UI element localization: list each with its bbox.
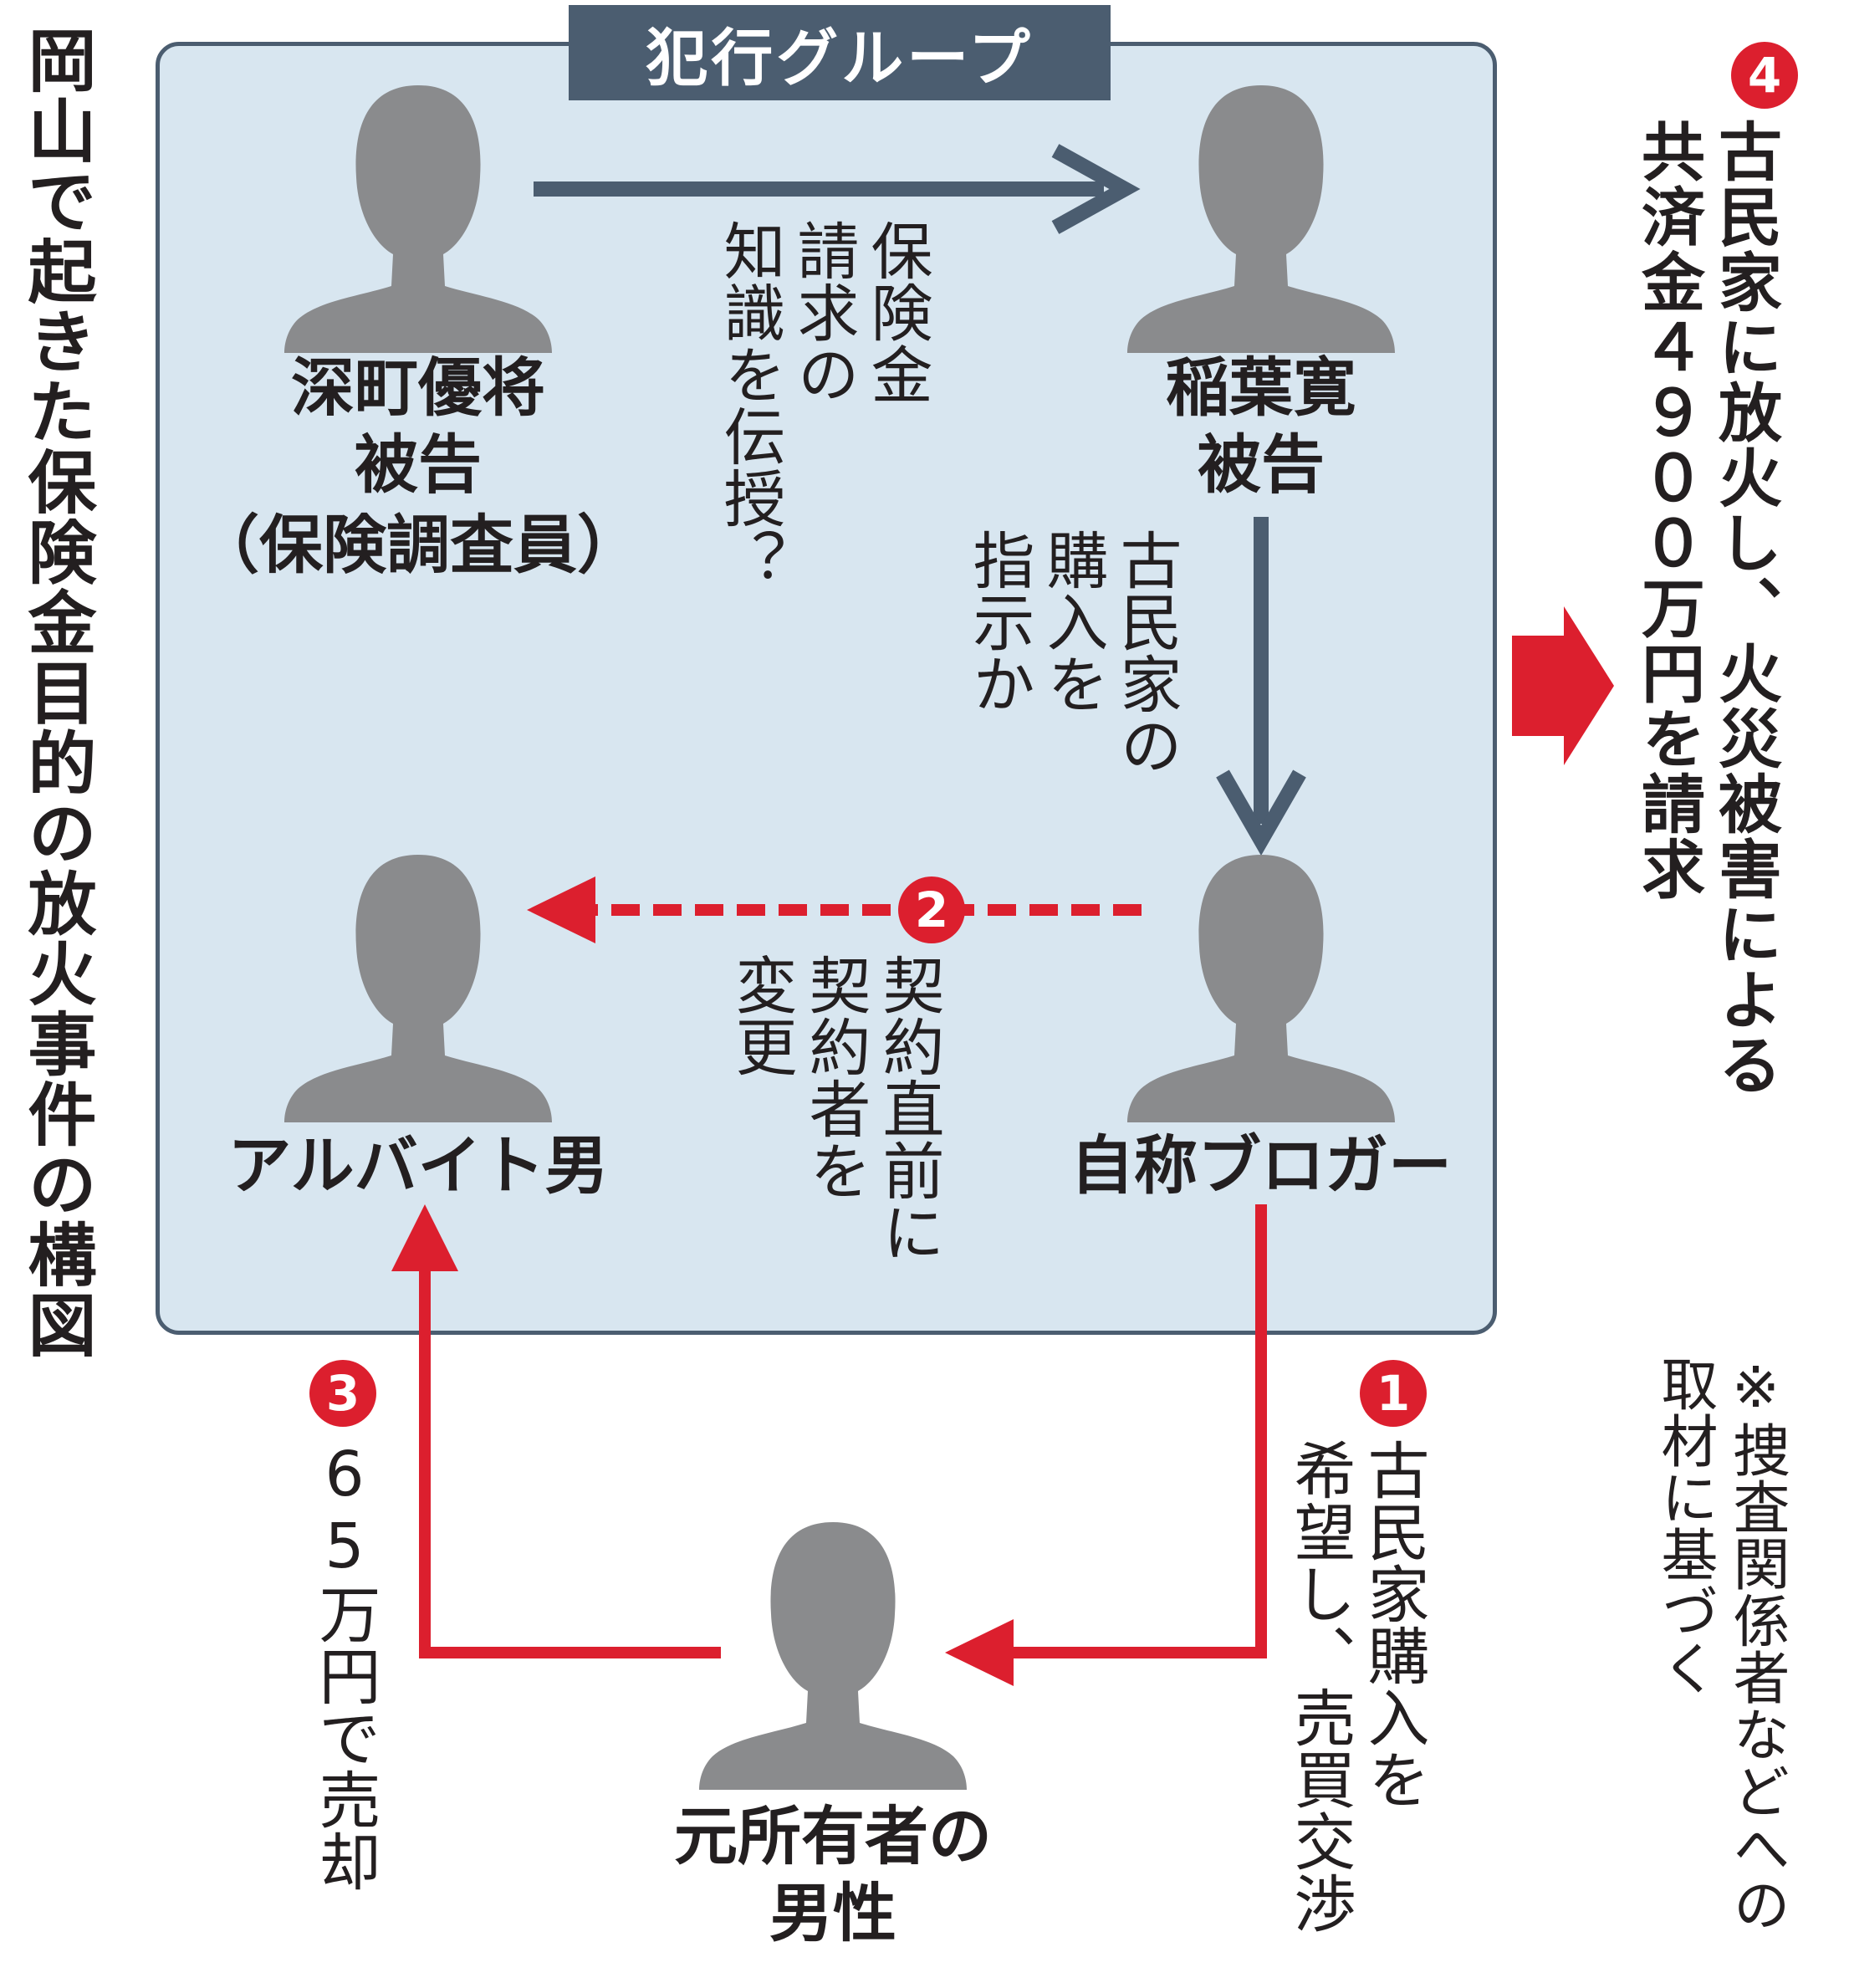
note-inaba-to-blogger: 古民家の 購入を 指示か — [963, 529, 1182, 776]
person-owner-icon — [699, 1522, 967, 1790]
step1-note: 古民家購入を 希望し、売買交渉 — [1284, 1439, 1429, 1934]
step4-badge: 4 — [1731, 42, 1798, 109]
person-inaba-icon — [1127, 85, 1395, 353]
diagram-title: 岡山で起きた保険金目的の放火事件の構図 — [16, 25, 95, 1360]
inaba-name: 稲葉寛 被告 — [1166, 350, 1356, 502]
person-baito-icon — [284, 855, 552, 1122]
arrow-step1-purchase-negotiation — [945, 1204, 1267, 1686]
step4-note: 古民家に放火し、火災被害による 共済金４９００万円を請求 — [1631, 119, 1782, 1097]
fukamachi-name: 深町優将 被告 — [291, 350, 545, 502]
step2-badge: 2 — [898, 876, 965, 943]
owner-name: 元所有者の 男性 — [674, 1799, 992, 1950]
arrow-step2-contract-change — [527, 876, 1142, 943]
step1-badge: 1 — [1360, 1360, 1427, 1427]
footnote: ※捜査関係者などへの 取材に基づく — [1651, 1355, 1789, 1933]
baito-name: アルバイト男 — [227, 1128, 609, 1203]
arrow-fukamachi-to-inaba — [534, 144, 1141, 234]
person-blogger-icon — [1127, 855, 1395, 1122]
person-fukamachi-icon — [284, 85, 552, 353]
note-fukamachi-to-inaba: 保険金 請求の 知識を伝授？ — [713, 219, 932, 590]
step2-note: 契約直前に 契約者を 変更 — [725, 953, 944, 1263]
blogger-name: 自称ブロガー — [1070, 1128, 1452, 1203]
step3-badge: 3 — [309, 1360, 376, 1427]
step3-note: 65万円で売却 — [309, 1439, 381, 1892]
arrow-step4-claim — [1512, 606, 1614, 765]
group-label: 犯行グループ — [569, 5, 1111, 100]
arrow-inaba-to-blogger — [1216, 517, 1306, 856]
fukamachi-role: （保険調査員） — [196, 508, 641, 582]
arrow-step3-sale — [391, 1204, 721, 1658]
